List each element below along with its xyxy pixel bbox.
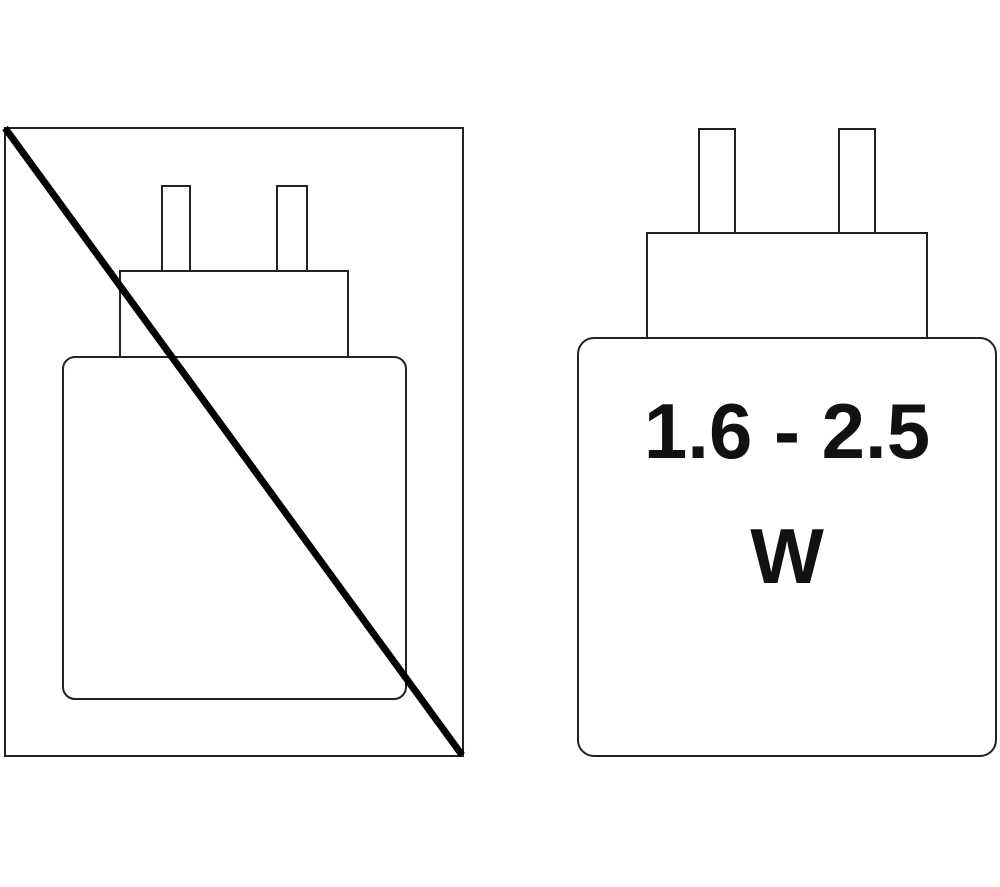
plug-base bbox=[119, 270, 349, 359]
power-range-label: 1.6 - 2.5 bbox=[644, 387, 930, 475]
plug-prong-right bbox=[276, 185, 308, 273]
plug-prong-left bbox=[698, 128, 736, 235]
strike-through-line bbox=[2, 125, 465, 758]
charger-power-panel: 1.6 - 2.5 W bbox=[577, 128, 997, 757]
plug-prong-right bbox=[838, 128, 876, 235]
plug-base bbox=[646, 232, 928, 340]
plug-prong-left bbox=[161, 185, 191, 273]
charger-body bbox=[577, 337, 997, 757]
charger-body bbox=[62, 356, 407, 700]
charger-not-included-panel bbox=[2, 125, 465, 758]
charger-icon bbox=[577, 128, 997, 757]
power-unit-label: W bbox=[750, 512, 824, 600]
